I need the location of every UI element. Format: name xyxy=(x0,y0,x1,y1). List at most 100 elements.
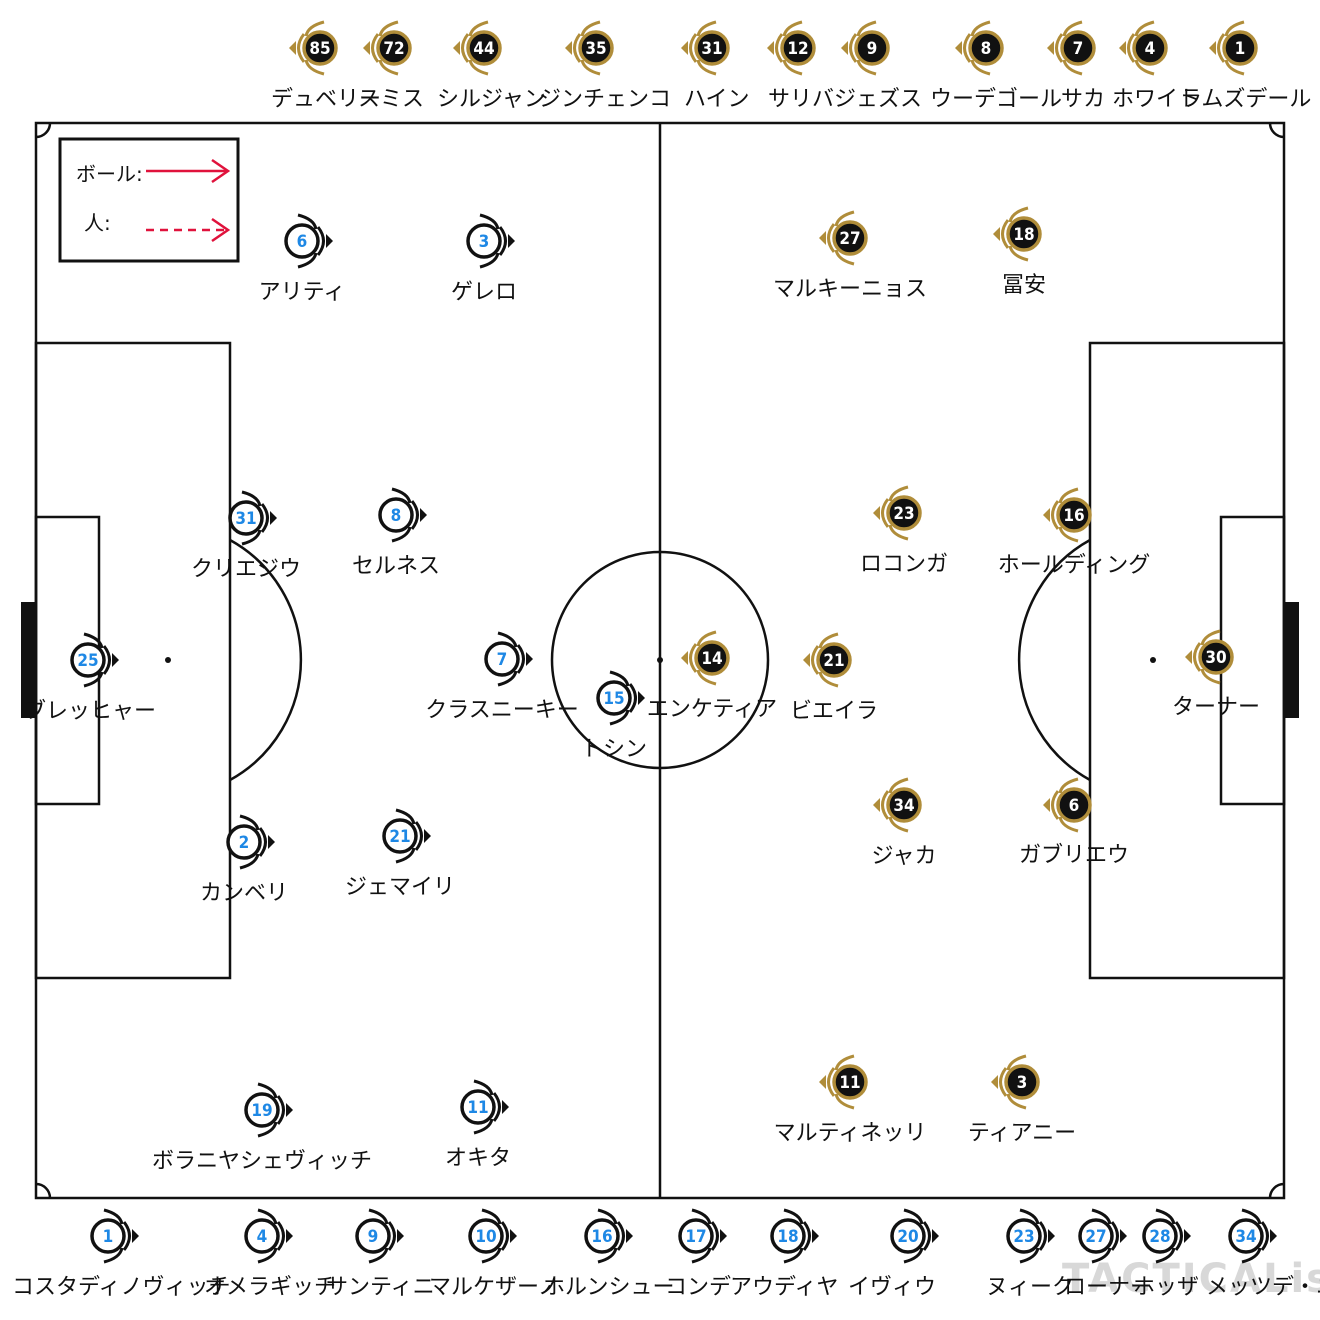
swirl-icon xyxy=(257,1121,278,1138)
player-number: 15 xyxy=(603,689,624,709)
player-name: ホワイト xyxy=(1112,87,1200,112)
away-bench-token[interactable]: 72 xyxy=(363,20,412,76)
away-bench-token[interactable]: 12 xyxy=(767,20,816,76)
direction-arrow-icon xyxy=(260,503,269,533)
direction-tip-icon xyxy=(1048,1229,1055,1243)
away-bench-token[interactable]: 85 xyxy=(289,20,338,76)
right-goal xyxy=(1284,602,1299,718)
swirl-icon xyxy=(239,814,260,831)
home-starters-token[interactable]: 11 xyxy=(460,1079,509,1135)
player-disc xyxy=(460,1089,496,1125)
player-name: マルティネッリ xyxy=(774,1121,927,1146)
player-name: ロコンガ xyxy=(860,552,948,577)
home-bench-token[interactable]: 16 xyxy=(584,1208,633,1264)
home-starters-token[interactable]: 7 xyxy=(484,631,533,687)
away-starters-token[interactable]: 3 xyxy=(991,1054,1040,1110)
home-starters-token[interactable]: 6 xyxy=(284,213,333,269)
direction-arrow-icon xyxy=(689,33,698,63)
direction-arrow-icon xyxy=(371,33,380,63)
home-bench-token[interactable]: 1 xyxy=(90,1208,139,1264)
home-bench-token[interactable]: 27 xyxy=(1078,1208,1127,1264)
home-starters-token[interactable]: 25 xyxy=(70,632,119,688)
direction-arrow-icon xyxy=(500,1221,509,1251)
home-bench-token[interactable]: 34 xyxy=(1228,1208,1277,1264)
player-name: オメラギッチ xyxy=(204,1275,336,1300)
swirl-icon xyxy=(391,487,412,504)
home-bench-token[interactable]: 4 xyxy=(244,1208,293,1264)
swirl-icon xyxy=(1241,1247,1262,1264)
away-bench-token[interactable]: 35 xyxy=(565,20,614,76)
player-disc xyxy=(1142,1218,1178,1254)
swirl-icon xyxy=(696,20,717,37)
swirl-icon xyxy=(241,490,262,507)
player-name: ローナー xyxy=(1064,1275,1152,1300)
away-starters-token[interactable]: 16 xyxy=(1043,487,1092,543)
away-starters-token[interactable]: 27 xyxy=(819,210,868,266)
away-bench-token[interactable]: 4 xyxy=(1119,20,1168,76)
swirl-icon xyxy=(1006,1054,1027,1071)
player-name: ラムズデール xyxy=(1180,87,1311,112)
home-bench-token[interactable]: 28 xyxy=(1142,1208,1191,1264)
away-starters-token[interactable]: 18 xyxy=(993,206,1042,262)
swirl-icon xyxy=(834,1054,855,1071)
player-name: メッツデ・ニッティ xyxy=(1206,1275,1320,1300)
home-bench-token[interactable]: 18 xyxy=(770,1208,819,1264)
swirl-icon xyxy=(696,669,717,686)
swirl-icon xyxy=(1241,1208,1262,1225)
swirl-icon xyxy=(1200,668,1221,685)
swirl-icon xyxy=(834,1093,855,1110)
home-bench-token[interactable]: 10 xyxy=(468,1208,517,1264)
swirl-icon xyxy=(1200,629,1221,646)
player-name: サンティニ xyxy=(326,1275,435,1300)
swirl-icon xyxy=(970,20,991,37)
away-bench-token[interactable]: 8 xyxy=(955,20,1004,76)
player-number: 9 xyxy=(368,1227,379,1247)
player-disc xyxy=(466,30,502,66)
away-bench-token[interactable]: 44 xyxy=(453,20,502,76)
swirl-icon xyxy=(497,631,518,648)
away-bench-token[interactable]: 7 xyxy=(1047,20,1096,76)
away-starters-token[interactable]: 11 xyxy=(819,1054,868,1110)
home-bench-token[interactable]: 17 xyxy=(678,1208,727,1264)
home-starters-token[interactable]: 21 xyxy=(382,808,431,864)
swirl-icon xyxy=(580,59,601,76)
away-starters-token[interactable]: 34 xyxy=(873,777,922,833)
away-starters-token[interactable]: 6 xyxy=(1043,777,1092,833)
home-starters-token[interactable]: 19 xyxy=(244,1082,293,1138)
player-number: 18 xyxy=(777,1227,798,1247)
away-bench-token[interactable]: 1 xyxy=(1209,20,1258,76)
home-bench-token[interactable]: 23 xyxy=(1006,1208,1055,1264)
player-number: 4 xyxy=(1145,39,1156,59)
player-name: ジャカ xyxy=(872,844,937,869)
direction-arrow-icon xyxy=(1110,1221,1119,1251)
home-starters-token[interactable]: 15 xyxy=(596,670,645,726)
home-starters-token[interactable]: 2 xyxy=(226,814,275,870)
home-bench-token[interactable]: 9 xyxy=(355,1208,404,1264)
away-starters-token[interactable]: 14 xyxy=(681,630,730,686)
away-starters-token[interactable]: 21 xyxy=(803,632,852,688)
swirl-icon xyxy=(1008,245,1029,262)
away-bench-token[interactable]: 31 xyxy=(681,20,730,76)
player-disc xyxy=(466,223,502,259)
swirl-icon xyxy=(239,853,260,870)
direction-arrow-icon xyxy=(963,33,972,63)
direction-arrow-icon xyxy=(122,1221,131,1251)
swirl-icon xyxy=(1058,816,1079,833)
swirl-icon xyxy=(378,20,399,37)
home-starters-token[interactable]: 31 xyxy=(228,490,277,546)
right-penalty-box xyxy=(1088,341,1286,980)
player-disc xyxy=(1056,787,1092,823)
swirl-icon xyxy=(1062,59,1083,76)
home-starters-token[interactable]: 8 xyxy=(378,487,427,543)
home-starters-token[interactable]: 3 xyxy=(466,213,515,269)
home-bench-token[interactable]: 20 xyxy=(890,1208,939,1264)
player-name: カンベリ xyxy=(200,881,288,906)
away-starters-token[interactable]: 30 xyxy=(1185,629,1234,685)
swirl-icon xyxy=(391,526,412,543)
swirl-icon xyxy=(1006,1093,1027,1110)
direction-arrow-icon xyxy=(1174,1221,1183,1251)
away-bench-token[interactable]: 9 xyxy=(841,20,890,76)
direction-tip-icon xyxy=(626,1229,633,1243)
player-disc xyxy=(1004,1064,1040,1100)
away-starters-token[interactable]: 23 xyxy=(873,485,922,541)
